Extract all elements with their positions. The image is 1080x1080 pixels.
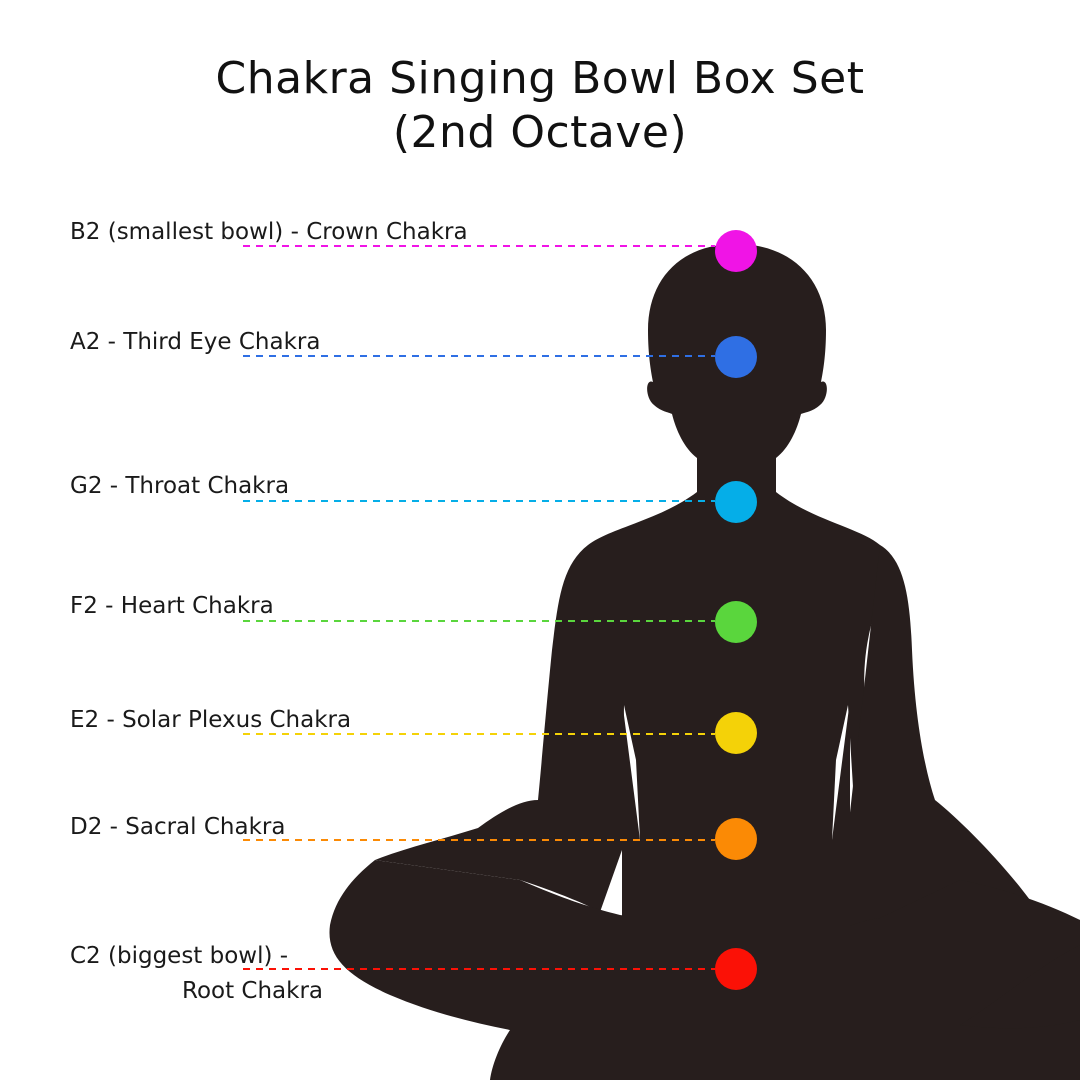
solar-plexus-label: E2 - Solar Plexus Chakra	[70, 707, 351, 733]
third-eye-label: A2 - Third Eye Chakra	[70, 329, 320, 355]
chakra-labels: B2 (smallest bowl) - Crown Chakra A2 - Th…	[70, 219, 468, 1004]
crown-label: B2 (smallest bowl) - Crown Chakra	[70, 219, 468, 245]
root-label-line-1: C2 (biggest bowl) -	[70, 943, 288, 969]
silhouette-body	[375, 458, 935, 912]
throat-chakra-dot	[715, 481, 757, 523]
page-title: Chakra Singing Bowl Box Set (2nd Octave)	[0, 52, 1080, 160]
sacral-label: D2 - Sacral Chakra	[70, 814, 285, 840]
root-label-line-2: Root Chakra	[182, 978, 323, 1004]
meditating-person-silhouette	[329, 244, 1080, 1080]
silhouette-torso-lower	[622, 700, 850, 960]
title-line-1: Chakra Singing Bowl Box Set	[215, 53, 865, 104]
throat-label: G2 - Throat Chakra	[70, 473, 289, 499]
sacral-chakra-dot	[715, 818, 757, 860]
third-eye-chakra-dot	[715, 336, 757, 378]
heart-chakra-dot	[715, 601, 757, 643]
chakra-markers	[243, 230, 757, 990]
crown-chakra-dot	[715, 230, 757, 272]
title-line-2: (2nd Octave)	[392, 107, 688, 158]
root-chakra-dot	[715, 948, 757, 990]
solar-plexus-chakra-dot	[715, 712, 757, 754]
heart-label: F2 - Heart Chakra	[70, 593, 274, 619]
